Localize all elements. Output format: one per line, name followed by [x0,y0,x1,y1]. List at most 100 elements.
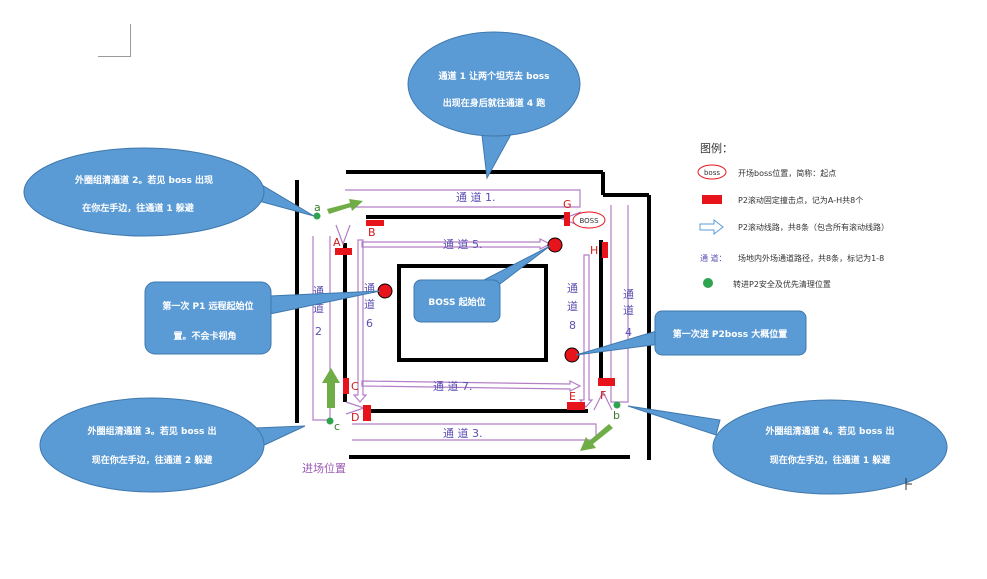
legend-boss-badge: boss [704,169,720,177]
lane-4-label-a: 通 [623,288,634,301]
lane-1-label: 通 道 1. [456,190,496,204]
callout-top-bubble [407,31,581,137]
route-lane-2 [312,236,331,421]
callout-left-top: 外圈组清通道 2。若见 boss 出现 在你左手边，往通道 1 躲避 [23,147,315,237]
callout-p2-first-bubble [654,310,807,356]
callout-left-bottom: 外圈组清通道 3。若见 boss 出 现在你左手边，往通道 2 躲避 [39,397,306,493]
lane-4-label-c: 4 [625,326,632,339]
legend-marker-icon [702,195,722,204]
callout-top: 通道 1 让两个坦克去 boss 出现在身后就往通道 4 跑 [407,31,581,180]
marker-D-label: D [351,411,359,424]
callout-left-bottom-line2: 现在你左手边，往通道 2 躲避 [92,454,214,466]
legend-safe-text: 转进P2安全及优先清理位置 [733,279,831,289]
lane-4-label-b: 道 [623,303,634,317]
safe-dot-c [326,417,334,425]
lane-2-label-a: 通 [313,285,324,298]
marker-G-label: G [563,198,572,211]
route-arrowhead-f [593,390,613,411]
callout-p1-start-line2: 置。不会卡视角 [173,330,236,342]
callout-left-top-line1: 外圈组清通道 2。若见 boss 出现 [74,174,213,186]
lane-7-label: 通 道 7. [433,379,473,393]
point-b-label: b [613,409,620,422]
callout-p2-first: 第一次进 P2boss 大概位置 [575,310,807,356]
marker-H-block [602,242,608,258]
callout-right-bottom-tail [627,405,721,436]
callout-p1-start-line1: 第一次 P1 远程起始位 [162,300,253,312]
point-c-label: c [334,420,340,433]
safe-dot-b [613,401,621,409]
callout-left-bottom-line1: 外圈组清通道 3。若见 boss 出 [86,425,216,437]
marker-G-block [564,212,570,226]
route-lane-7 [361,380,582,392]
legend-title: 图例： [700,141,733,155]
marker-E-block [567,402,585,410]
impact-markers [335,212,615,421]
arrow-b-icon [580,424,613,451]
callout-p1-start: 第一次 P1 远程起始位 置。不会卡视角 [144,281,381,355]
marker-C-label: C [351,380,359,393]
marker-E-label: E [569,390,576,403]
marker-D-block [363,405,371,421]
inner-box [397,264,548,362]
safe-dot-a [313,212,321,220]
lane-6-label-a: 通 [364,282,375,295]
callout-boss-start-bubble [413,279,501,323]
legend-boss-text: 开场boss位置，简称：起点 [738,168,836,178]
callout-p2-first-text: 第一次进 P2boss 大概位置 [673,328,787,340]
route-lane-6 [352,239,368,403]
lane-2-label-b: 道 [313,301,324,315]
entry-label: 进场位置 [302,461,346,475]
callout-p1-start-bubble [144,281,272,355]
routes [312,189,629,441]
lane-6-label-c: 6 [366,317,373,330]
boss-badge-map-text: BOSS [579,217,599,225]
legend-safe-dot-icon [703,278,713,288]
marker-A-block [335,248,352,255]
position-circles [377,237,580,363]
callout-boss-start: BOSS 起始位 [413,245,551,323]
safe-dots [313,212,621,425]
lane-8-label-c: 8 [569,319,576,332]
marker-B-block [366,220,384,226]
callout-right-bottom-line2: 现在你左手边，往通道 1 躲避 [770,454,892,466]
legend-lane-text: 场地内外场通道路径，共8条，标记为1-8 [738,253,884,263]
page-corner-mark [98,24,131,57]
marker-letters: A B C D E F G H [333,198,606,424]
callout-right-bottom: 外圈组清通道 4。若见 boss 出 现在你左手边，往通道 1 躲避 [627,399,948,495]
boss-badge-map [572,211,606,229]
route-lane-8 [578,254,594,408]
callout-right-bottom-line1: 外圈组清通道 4。若见 boss 出 [764,425,894,437]
arrow-a-icon [327,199,363,214]
lane-5-label: 通 道 5. [443,237,483,251]
text-cursor-icon [905,478,912,490]
lane-3-label: 通 道 3. [443,426,483,440]
legend-lane-prefix: 通 道： [700,253,727,263]
callout-right-bottom-bubble [712,399,948,495]
boss-start-circle [547,237,563,253]
marker-C-block [343,378,349,394]
route-arrowhead-a [335,224,351,246]
callout-left-bottom-bubble [39,397,265,493]
legend-route-icon [699,218,724,236]
route-lane-3 [352,423,597,441]
middle-walls [343,215,603,413]
p1-start-circle [377,283,393,299]
route-lane-1 [345,189,581,208]
marker-F-block [598,378,615,386]
route-lane-5 [361,238,552,250]
callout-left-top-bubble [23,147,265,237]
lane-2-label-c: 2 [315,325,322,338]
lane-8-label-b: 道 [567,299,578,313]
legend-route-text: P2滚动线路，共8条（包含所有滚动线路） [738,222,889,232]
marker-H-label: H [590,244,598,257]
green-arrows [322,199,613,451]
marker-A-label: A [333,236,341,249]
legend: 图例： boss 开场boss位置，简称：起点 P2滚动固定撞击点，记为A-H共… [697,141,889,289]
route-lane-4 [610,205,629,403]
lane-6-label-b: 道 [364,297,375,311]
marker-F-label: F [600,389,606,402]
lane-8-label-a: 通 [567,282,578,295]
legend-boss-icon [697,164,727,180]
lane-labels: 通 道 1. 通 道 3. 通 道 5. 通 道 7. 通 道 2 通 道 4 … [313,190,634,440]
